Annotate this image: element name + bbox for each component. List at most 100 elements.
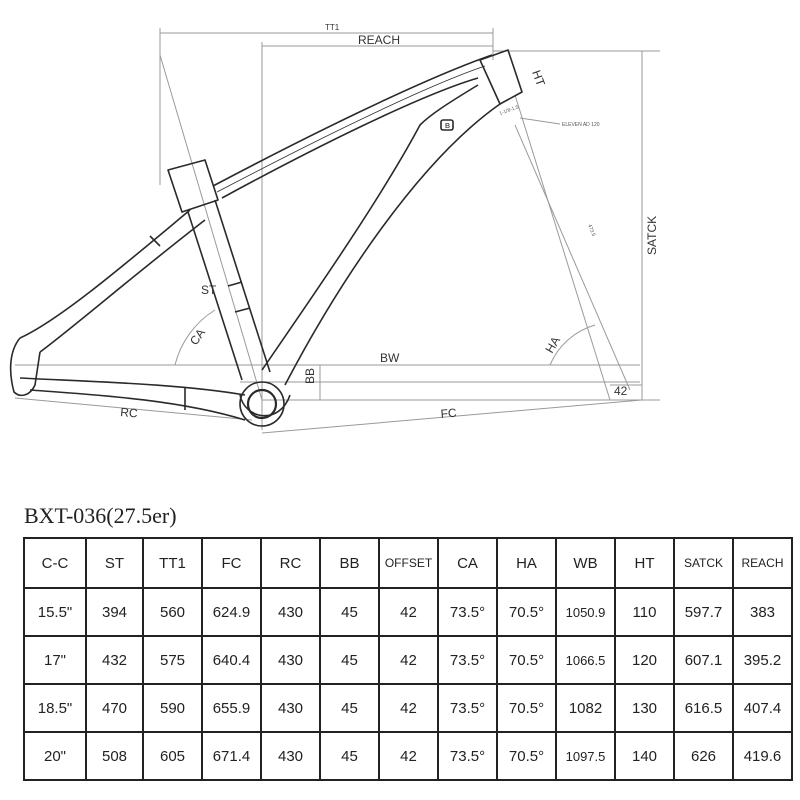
table-cell: 508 — [85, 731, 144, 781]
table-header-cell: OFFSET — [378, 537, 439, 589]
table-header-cell: ST — [85, 537, 144, 589]
rear-dropout — [9, 337, 41, 397]
bb-junction — [239, 394, 291, 417]
satck-label: SATCK — [645, 216, 659, 255]
table-cell: 42 — [378, 731, 439, 781]
frame-geometry-diagram: TT1 REACH HT SATCK ST CA HA BW BB 42 RC … — [9, 23, 660, 434]
rc-label: RC — [120, 405, 139, 420]
bb-label: BB — [303, 368, 317, 384]
table-cell: 394 — [85, 587, 144, 637]
table-cell: 430 — [260, 635, 321, 685]
seat-post-collar — [167, 159, 219, 213]
ht-label: HT — [529, 68, 548, 88]
table-cell: 45 — [319, 683, 380, 733]
table-header-cell: TT1 — [142, 537, 203, 589]
offset-label: 42 — [614, 384, 628, 398]
table-header-cell: HA — [496, 537, 557, 589]
ha-label: HA — [542, 334, 562, 355]
table-header-cell: FC — [201, 537, 262, 589]
table-cell: 70.5° — [496, 635, 557, 685]
down-tube-upper — [284, 103, 501, 386]
fc-label: FC — [440, 406, 457, 421]
table-cell: 640.4 — [201, 635, 262, 685]
table-cell: 45 — [319, 587, 380, 637]
table-header-cell: WB — [555, 537, 616, 589]
table-cell: 605 — [142, 731, 203, 781]
table-cell: 42 — [378, 587, 439, 637]
fork-note: ELEVEN AD 120 — [562, 122, 600, 128]
table-cell: 140 — [614, 731, 675, 781]
table-header-cell: CA — [437, 537, 498, 589]
table-cell: 1082 — [555, 683, 616, 733]
table-cell: 18.5" — [23, 683, 87, 733]
table-header-cell: HT — [614, 537, 675, 589]
table-cell: 73.5° — [437, 587, 498, 637]
table-cell: 597.7 — [673, 587, 734, 637]
rc-dim-line — [14, 397, 253, 421]
table-cell: 470 — [85, 683, 144, 733]
table-cell: 383 — [732, 587, 793, 637]
table-cell: 73.5° — [437, 731, 498, 781]
table-cell: 626 — [673, 731, 734, 781]
table-header-cell: BB — [319, 537, 380, 589]
table-header-cell: RC — [260, 537, 321, 589]
table-cell: 655.9 — [201, 683, 262, 733]
table-cell: 45 — [319, 731, 380, 781]
chain-stay — [19, 377, 246, 421]
ca-label: CA — [187, 326, 208, 348]
table-cell: 560 — [142, 587, 203, 637]
seat-axis-line — [159, 54, 263, 401]
seat-stay — [19, 209, 206, 353]
reach-label: REACH — [358, 33, 400, 47]
top-tube-upper — [212, 54, 493, 187]
fc-dim-line — [261, 399, 643, 434]
seat-tube — [187, 199, 271, 381]
bike-frame — [9, 49, 523, 427]
table-cell: 624.9 — [201, 587, 262, 637]
seat-tube-band-2 — [234, 307, 251, 313]
top-tube-lower — [221, 77, 479, 199]
table-header-cell: C-C — [23, 537, 87, 589]
table-cell: 430 — [260, 731, 321, 781]
head-tube — [479, 49, 523, 105]
steer-axis-line — [514, 94, 611, 401]
dimension-lines — [14, 28, 660, 434]
note-leader — [519, 117, 561, 125]
table-cell: 430 — [260, 587, 321, 637]
fork-length-label: 473.5 — [586, 224, 596, 238]
table-cell: 616.5 — [673, 683, 734, 733]
table-cell: 432 — [85, 635, 144, 685]
table-header-cell: REACH — [732, 537, 793, 589]
table-cell: 407.4 — [732, 683, 793, 733]
table-cell: 45 — [319, 635, 380, 685]
logo-letter: B — [445, 123, 450, 130]
seat-stay-band — [149, 235, 161, 247]
bw-label: BW — [380, 351, 400, 365]
table-cell: 1066.5 — [555, 635, 616, 685]
table-cell: 395.2 — [732, 635, 793, 685]
table-cell: 130 — [614, 683, 675, 733]
table-cell: 17" — [23, 635, 87, 685]
table-cell: 1097.5 — [555, 731, 616, 781]
table-cell: 120 — [614, 635, 675, 685]
table-cell: 20" — [23, 731, 87, 781]
table-cell: 671.4 — [201, 731, 262, 781]
bottom-bracket-shell — [239, 381, 285, 427]
top-tube-stripe — [216, 65, 486, 193]
st-label: ST — [201, 283, 217, 297]
diagram-labels: TT1 REACH HT SATCK ST CA HA BW BB 42 RC … — [120, 23, 659, 421]
table-cell: 42 — [378, 635, 439, 685]
table-header-cell: SATCK — [673, 537, 734, 589]
table-cell: 70.5° — [496, 587, 557, 637]
ht-note: 1-1/8-1.5 — [499, 104, 520, 117]
tt1-label: TT1 — [325, 23, 340, 32]
table-cell: 607.1 — [673, 635, 734, 685]
table-cell: 73.5° — [437, 683, 498, 733]
table-cell: 419.6 — [732, 731, 793, 781]
table-cell: 70.5° — [496, 683, 557, 733]
